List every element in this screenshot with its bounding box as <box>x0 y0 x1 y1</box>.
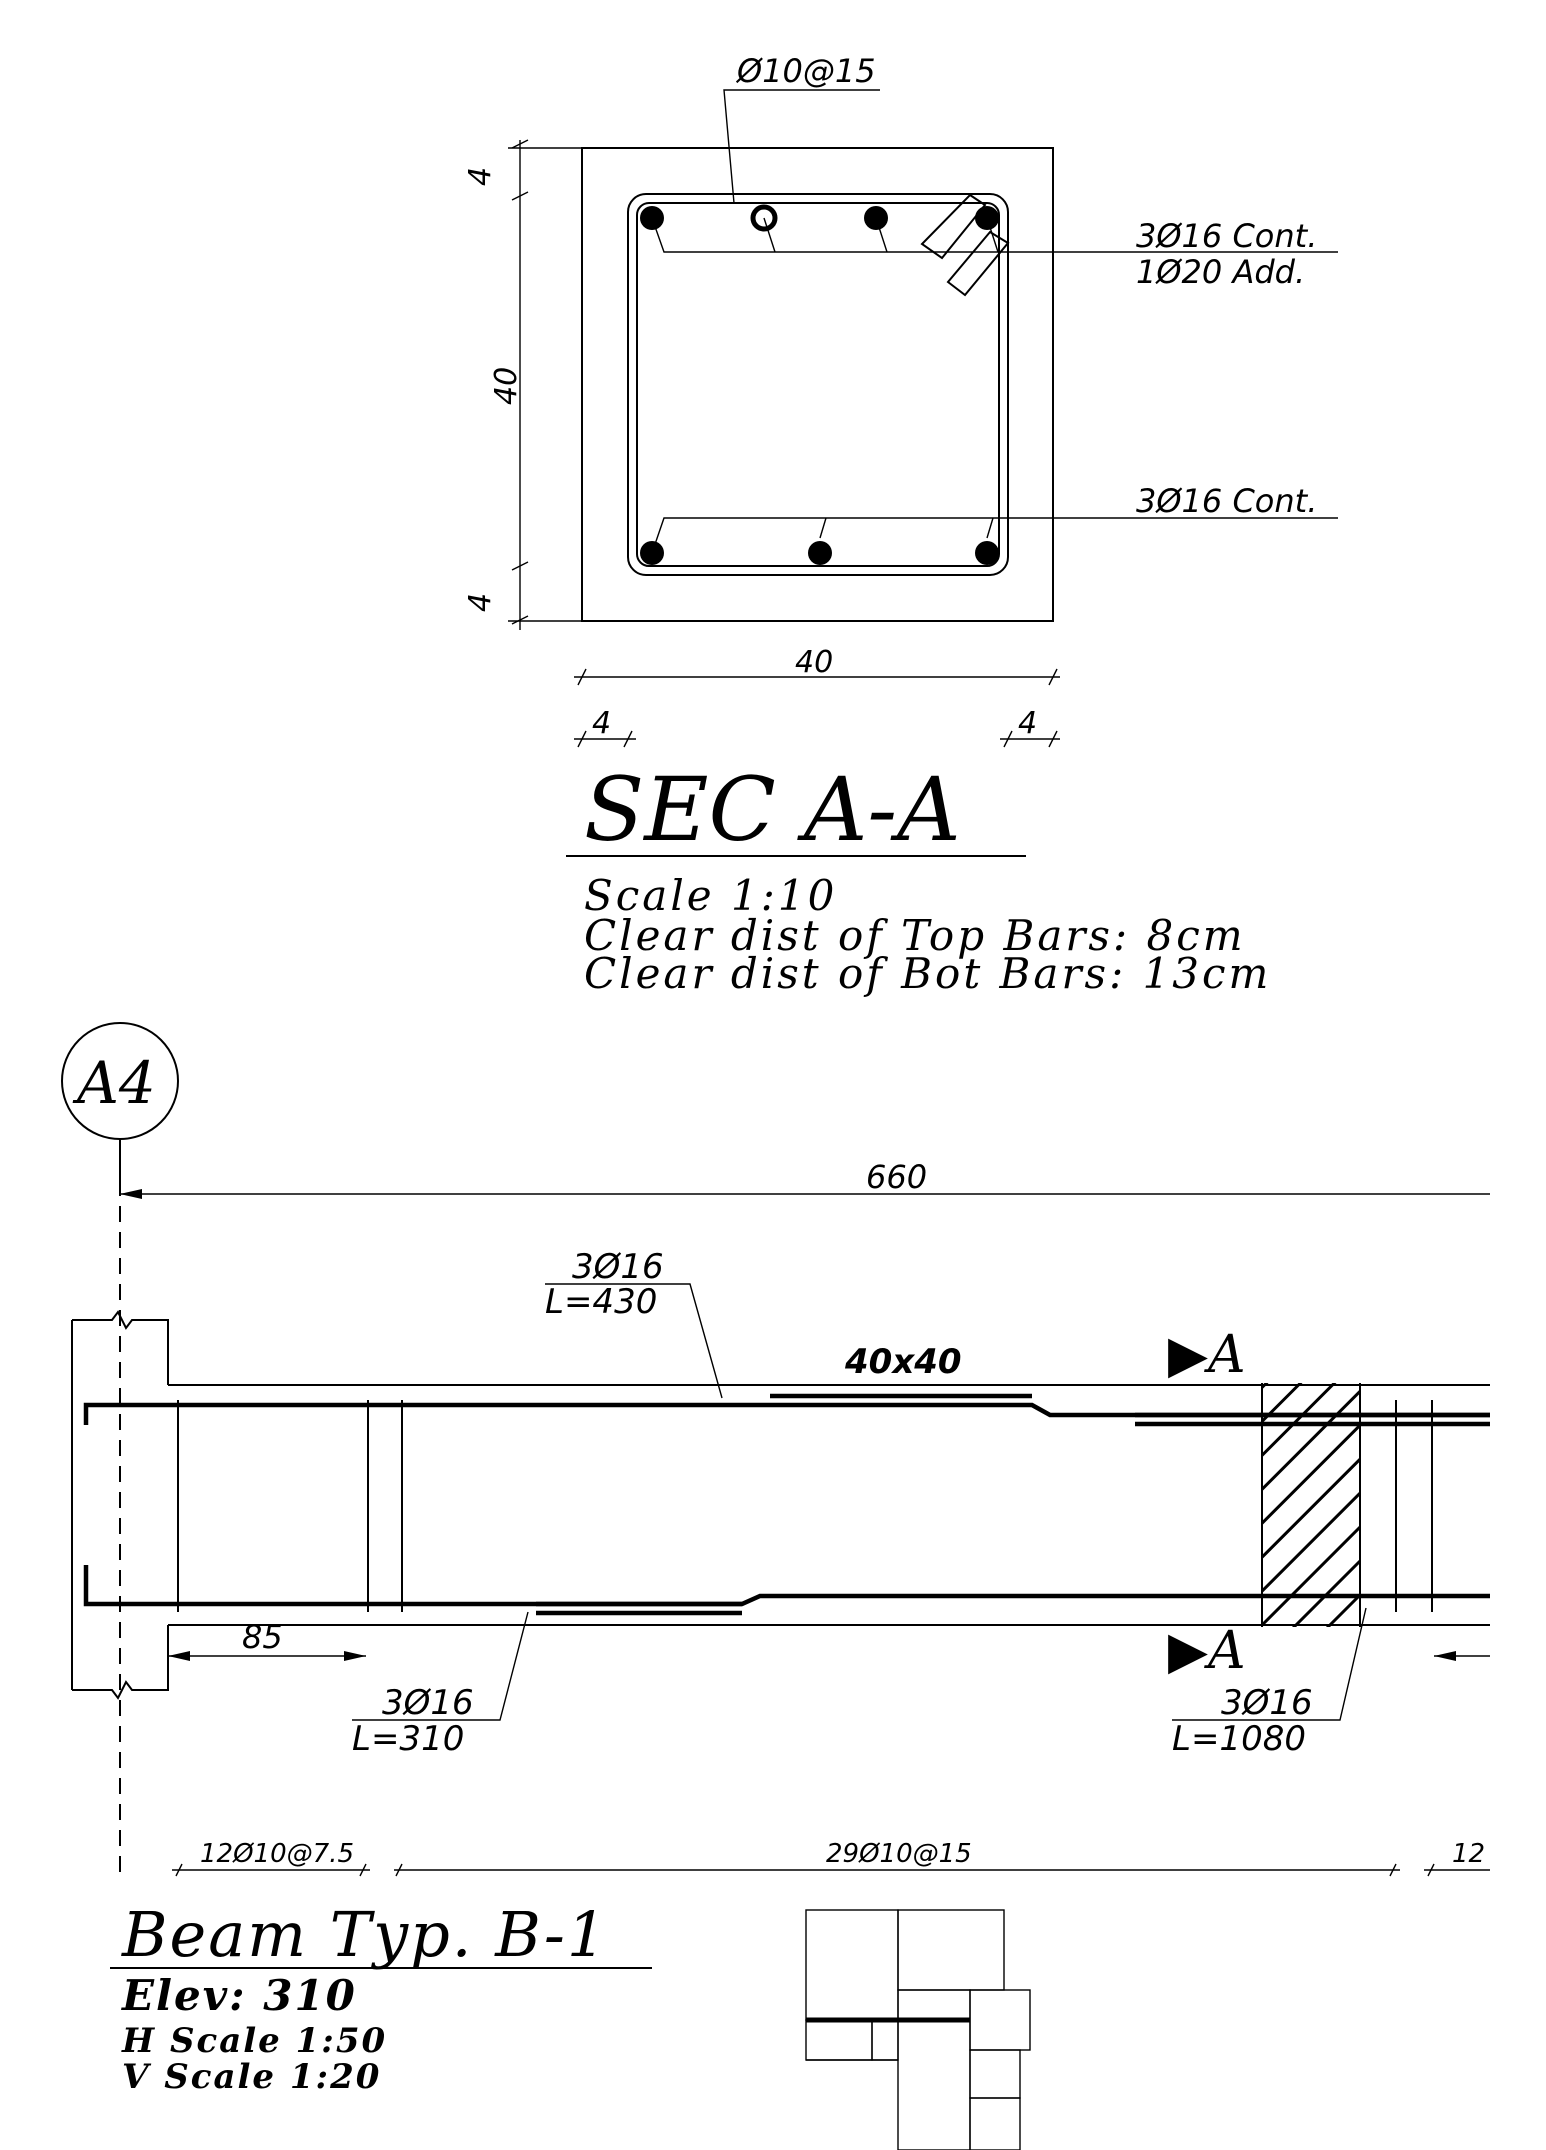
stirrups-mid: 29Ø10@15 <box>826 1839 972 1869</box>
section-title: SEC A-A <box>584 758 961 861</box>
dim-tick <box>1003 730 1013 748</box>
right-dim-arrow <box>1434 1651 1456 1661</box>
dim-tick <box>359 1863 367 1877</box>
beam-h-scale: H Scale 1:50 <box>121 2021 387 2061</box>
bottom-bar-length: L=310 <box>352 1719 464 1759</box>
section-a-a: Ø10@15 3Ø16 Cont. 1Ø20 Add. 3Ø16 Cont. 4… <box>463 52 1338 998</box>
key-plan-block <box>805 2019 873 2061</box>
cont-bar-leader <box>1172 1607 1367 1721</box>
section-marker-bot: ▶A <box>1168 1621 1246 1681</box>
key-plan-block <box>969 2049 1021 2099</box>
dim-tick <box>623 730 633 748</box>
dim-tick <box>1389 1863 1397 1877</box>
section-marker-top: ▶A <box>1168 1325 1246 1385</box>
key-plan-block <box>871 2019 899 2061</box>
top-bar-leader <box>545 1283 723 1399</box>
column-outline <box>72 1310 169 1385</box>
key-plan-block <box>969 2097 1021 2150</box>
dim-height: 40 <box>489 367 524 405</box>
dim-tick <box>175 1863 183 1877</box>
section-note-top: Clear dist of Top Bars: 8cm <box>584 911 1246 960</box>
top-bars-tick <box>875 217 888 253</box>
beam-title: Beam Typ. B-1 <box>121 1898 608 1971</box>
column-outline <box>72 1625 169 1700</box>
span-dim: 660 <box>866 1158 927 1196</box>
dim-width: 40 <box>795 645 833 680</box>
beam-size: 40x40 <box>844 1342 962 1382</box>
bottom-bars-tick <box>986 517 994 539</box>
dim-tick <box>511 615 529 625</box>
bottom-bar <box>975 541 999 565</box>
dim-cover-left: 4 <box>592 706 611 741</box>
top-bars-tick <box>763 217 776 253</box>
bottom-bar <box>808 541 832 565</box>
section-note-bot: Clear dist of Bot Bars: 13cm <box>584 949 1271 998</box>
bottom-bars-label: 3Ø16 Cont. <box>1136 482 1317 520</box>
key-plan-block <box>969 1989 1031 2051</box>
dim-tick <box>1048 730 1058 748</box>
beam-v-scale: V Scale 1:20 <box>122 2057 381 2097</box>
section-stirrup-inner <box>636 202 1000 567</box>
dim-tick <box>395 1863 403 1877</box>
bottom-bars-tick <box>819 517 827 539</box>
top-bars-label-add: 1Ø20 Add. <box>1136 253 1305 291</box>
cont-bar-count: 3Ø16 <box>1221 1683 1313 1723</box>
dim-tick <box>511 561 529 571</box>
stirrups-end-right: 12 <box>1452 1839 1485 1869</box>
top-bar-count: 3Ø16 <box>572 1247 664 1287</box>
dim-tick <box>577 668 587 686</box>
dim-tick <box>1427 1863 1435 1877</box>
section-stirrup-hook-2 <box>946 230 1010 297</box>
beam-elevation: A4 660 <box>61 1022 1490 2150</box>
section-stirrup-hook <box>920 193 987 260</box>
dim-tick <box>1048 668 1058 686</box>
key-plan-block <box>805 1909 899 2021</box>
section-concrete-outline <box>581 147 1054 622</box>
support-dim-arrow <box>168 1651 190 1661</box>
key-plan <box>805 1909 1031 2150</box>
top-bars-label-cont: 3Ø16 Cont. <box>1136 217 1317 255</box>
section-stirrup-outer <box>627 193 1009 576</box>
bottom-bars-leader <box>651 517 1338 554</box>
section-cut-hatch <box>1262 1383 1360 1627</box>
key-plan-block <box>897 1989 971 2150</box>
support-dim-arrow <box>344 1651 366 1661</box>
stirrups-end: 12Ø10@7.5 <box>200 1839 354 1869</box>
key-plan-block <box>897 1909 1005 1991</box>
section-scale: Scale 1:10 <box>584 871 837 920</box>
dim-cover-bottom: 4 <box>463 593 498 612</box>
top-bars-tick <box>986 217 999 253</box>
grid-label: A4 <box>72 1049 156 1117</box>
dim-tick <box>511 139 529 149</box>
span-dim-arrow <box>120 1189 142 1199</box>
bottom-bar-count: 3Ø16 <box>382 1683 474 1723</box>
support-dim: 85 <box>242 1618 283 1656</box>
top-bar-length: L=430 <box>545 1282 657 1322</box>
bottom-bar-leader <box>352 1611 529 1721</box>
cont-bar-length: L=1080 <box>1172 1719 1306 1759</box>
top-bars-leader <box>651 217 1338 253</box>
dim-tick <box>511 191 529 201</box>
stirrup-label: Ø10@15 <box>735 52 876 90</box>
dim-cover-right: 4 <box>1018 706 1037 741</box>
stirrup-leader <box>723 89 880 204</box>
dim-tick <box>577 730 587 748</box>
beam-elev: Elev: 310 <box>121 1971 357 2020</box>
dim-cover-top: 4 <box>463 167 498 186</box>
